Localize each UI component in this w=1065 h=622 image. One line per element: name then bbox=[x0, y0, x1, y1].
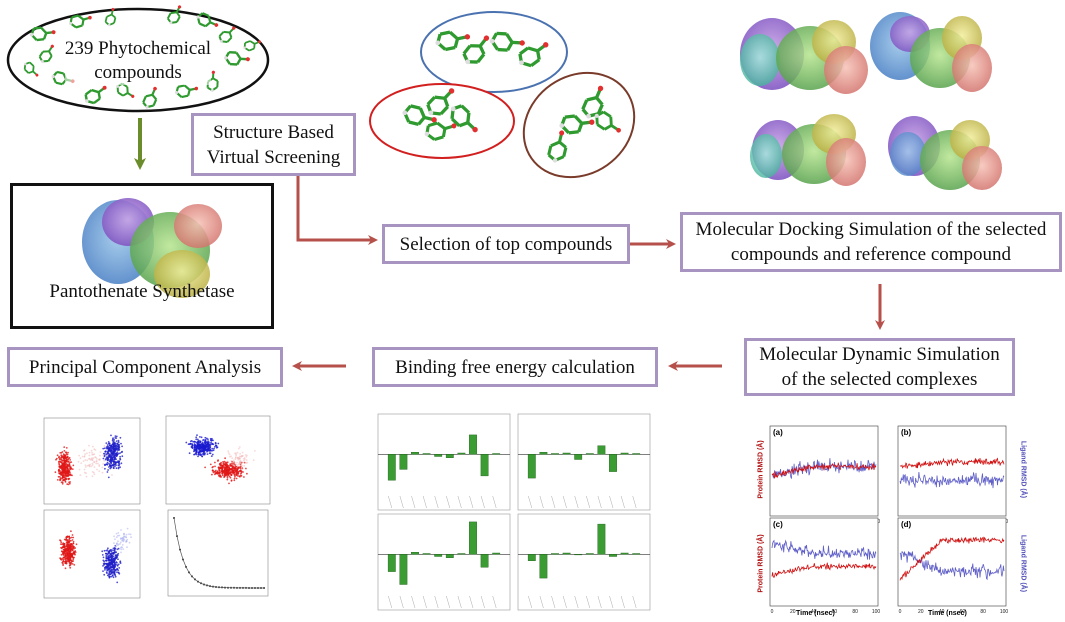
bfe-bar bbox=[387, 454, 396, 481]
md-xtick: 20 bbox=[790, 609, 796, 615]
compound-ellipse-red bbox=[369, 83, 515, 159]
selection-step-label: Selection of top compounds bbox=[399, 233, 613, 255]
pca-eigenvalue-plot bbox=[167, 509, 269, 597]
bfe-bar bbox=[539, 452, 548, 455]
bfe-bar bbox=[492, 552, 501, 555]
bfe-bar bbox=[492, 453, 501, 455]
screening-step-border bbox=[191, 113, 356, 176]
protein-complex-3 bbox=[750, 114, 866, 186]
bfe-bar bbox=[620, 552, 629, 555]
md-xtick: 80 bbox=[852, 609, 858, 615]
bfe-bar bbox=[469, 521, 477, 555]
md-rmsd-panel-4: 0 20 40 60 80 100 bbox=[897, 517, 1009, 615]
bfe-bar bbox=[562, 452, 571, 455]
bfe-bar bbox=[434, 454, 443, 457]
pca-plots bbox=[43, 415, 271, 599]
md-xtick: 40 bbox=[939, 609, 945, 615]
bfe-bar bbox=[585, 553, 594, 555]
bfe-bar bbox=[422, 453, 431, 455]
protein-complex-4 bbox=[888, 116, 1002, 190]
md-xtick: 0 bbox=[899, 609, 902, 615]
bfe-bar bbox=[445, 554, 454, 558]
screening-step-label: Structure Based Virtual Screening bbox=[206, 121, 341, 168]
target-label: Pantothenate Synthetase bbox=[49, 281, 235, 302]
bfe-bar bbox=[562, 552, 571, 555]
md-step-box: Molecular Dynamic Simulation of the sele… bbox=[744, 338, 1015, 396]
bfe-bar-chart-4 bbox=[517, 513, 651, 611]
compound-library-label: 239 Phytochemical compounds bbox=[64, 37, 212, 85]
bfe-bar bbox=[632, 553, 641, 555]
bfe-bar bbox=[387, 554, 396, 572]
target-protein-surface bbox=[82, 198, 222, 298]
md-xtick: 40 bbox=[811, 609, 817, 615]
md-xtick: 20 bbox=[918, 609, 924, 615]
docking-step-label: Molecular Docking Simulation of the sele… bbox=[695, 219, 1047, 265]
bfe-bar bbox=[399, 554, 408, 585]
md-xtick: 60 bbox=[960, 609, 966, 615]
md-step-label: Molecular Dynamic Simulation of the sele… bbox=[759, 344, 1000, 390]
bfe-bar bbox=[574, 454, 583, 460]
bfe-bar bbox=[551, 553, 559, 555]
bfe-bar bbox=[539, 554, 548, 579]
protein-complex-2 bbox=[870, 12, 992, 92]
bfe-bar bbox=[480, 554, 489, 568]
bfe-bar bbox=[620, 452, 629, 455]
bfe-bar-chart-3 bbox=[377, 513, 511, 611]
bfe-bar bbox=[434, 554, 443, 557]
md-rmsd-plots: 0204060801000204060801000204060801000204… bbox=[769, 425, 1009, 615]
compound-ellipse-brown bbox=[522, 71, 636, 179]
bfe-bar bbox=[445, 454, 454, 458]
bfe-bar bbox=[399, 454, 408, 470]
bfe-bar bbox=[574, 554, 583, 556]
arrow-screening-to-selection bbox=[296, 175, 378, 245]
bfe-bar bbox=[597, 445, 606, 455]
protein-complex-1 bbox=[740, 18, 868, 94]
md-rmsd-panel-3: 0 20 40 60 80 100 bbox=[769, 517, 881, 615]
bfe-bar bbox=[585, 453, 594, 455]
selection-step-box: Selection of top compounds bbox=[382, 224, 630, 264]
bfe-bar bbox=[597, 523, 606, 555]
bfe-bar bbox=[480, 454, 489, 477]
compound-ellipse-blue bbox=[420, 11, 568, 93]
md-xtick: 100 bbox=[872, 609, 881, 615]
bfe-bar-chart-1 bbox=[377, 413, 511, 511]
bfe-bar bbox=[527, 554, 536, 561]
bfe-bar bbox=[527, 454, 536, 479]
md-xtick: 60 bbox=[832, 609, 838, 615]
bfe-bar bbox=[609, 454, 617, 472]
md-xtick: 80 bbox=[980, 609, 986, 615]
bfe-bar bbox=[457, 452, 466, 455]
pca-scatter-2 bbox=[165, 415, 271, 505]
bfe-bar bbox=[609, 554, 617, 557]
bfe-step-box: Binding free energy calculation bbox=[372, 347, 658, 387]
md-xtick: 0 bbox=[771, 609, 774, 615]
compound-library-label-wrap: 239 Phytochemical compounds bbox=[40, 36, 236, 86]
screening-step-label-wrap: Structure Based Virtual Screening bbox=[191, 113, 356, 176]
bfe-bar bbox=[457, 553, 466, 555]
bfe-bar-chart-2 bbox=[517, 413, 651, 511]
pca-scatter-1 bbox=[43, 417, 141, 505]
pca-step-label: Principal Component Analysis bbox=[28, 356, 262, 378]
binding-energy-plots bbox=[377, 413, 651, 611]
pca-step-box: Principal Component Analysis bbox=[7, 347, 283, 387]
target-box: Pantothenate Synthetase bbox=[10, 183, 274, 329]
flow-arrows bbox=[292, 175, 885, 371]
bfe-step-label: Binding free energy calculation bbox=[395, 356, 635, 378]
bfe-bar bbox=[632, 453, 641, 455]
bfe-bar bbox=[411, 452, 419, 455]
bfe-bar bbox=[411, 552, 419, 555]
md-xtick: 100 bbox=[1000, 609, 1009, 615]
bfe-bar bbox=[551, 453, 559, 455]
pca-scatter-3 bbox=[43, 509, 141, 599]
bfe-bar bbox=[422, 553, 431, 555]
docking-step-box: Molecular Docking Simulation of the sele… bbox=[680, 212, 1062, 272]
bfe-bar bbox=[469, 434, 477, 455]
